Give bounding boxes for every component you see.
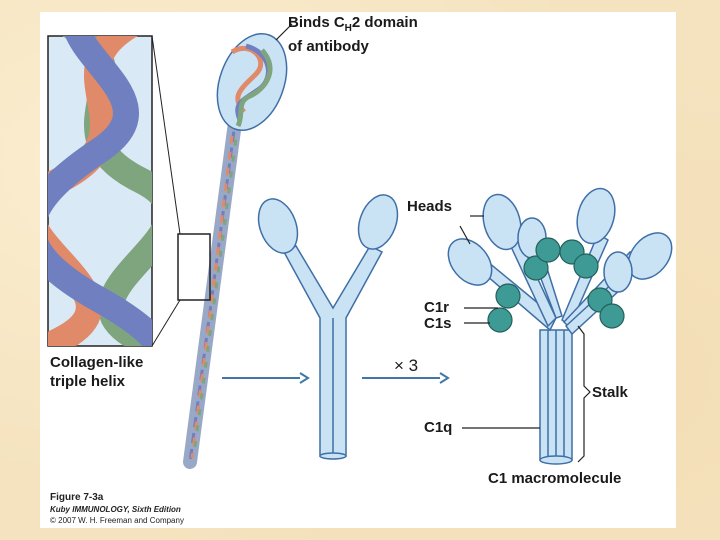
- arrow-1: [222, 372, 310, 384]
- binds-label-line2: of antibody: [288, 38, 369, 55]
- c1r-label: C1r: [424, 299, 450, 316]
- c1q-label: C1q: [424, 419, 453, 436]
- c1-macromolecule: [447, 187, 673, 465]
- c1-macromolecule-label: C1 macromolecule: [488, 470, 622, 487]
- binds-text: Binds C: [288, 14, 345, 31]
- copyright: © 2007 W. H. Freeman and Company: [50, 516, 184, 525]
- collagen-label-line2: triple helix: [50, 373, 126, 390]
- c1q-subunit: [257, 194, 399, 460]
- binds-label: Binds CH2 domain: [288, 14, 418, 38]
- globular-head: [216, 33, 288, 131]
- leader-lines: [459, 215, 591, 463]
- book-title: Kuby IMMUNOLOGY, Sixth Edition: [50, 505, 181, 514]
- binds-text-end: 2 domain: [351, 14, 418, 31]
- times-three-label: × 3: [394, 356, 419, 375]
- stalk-label: Stalk: [592, 384, 628, 401]
- heads-label: Heads: [407, 198, 453, 215]
- collagen-label-line1: Collagen-like: [50, 354, 144, 371]
- collagen-strand: [177, 93, 245, 469]
- c1s-label: C1s: [424, 315, 452, 332]
- helix-zoom-box: [47, 35, 153, 347]
- arrow-2: [362, 372, 450, 384]
- figure-number: Figure 7-3a: [50, 492, 104, 503]
- binds-subscript: H: [344, 23, 352, 34]
